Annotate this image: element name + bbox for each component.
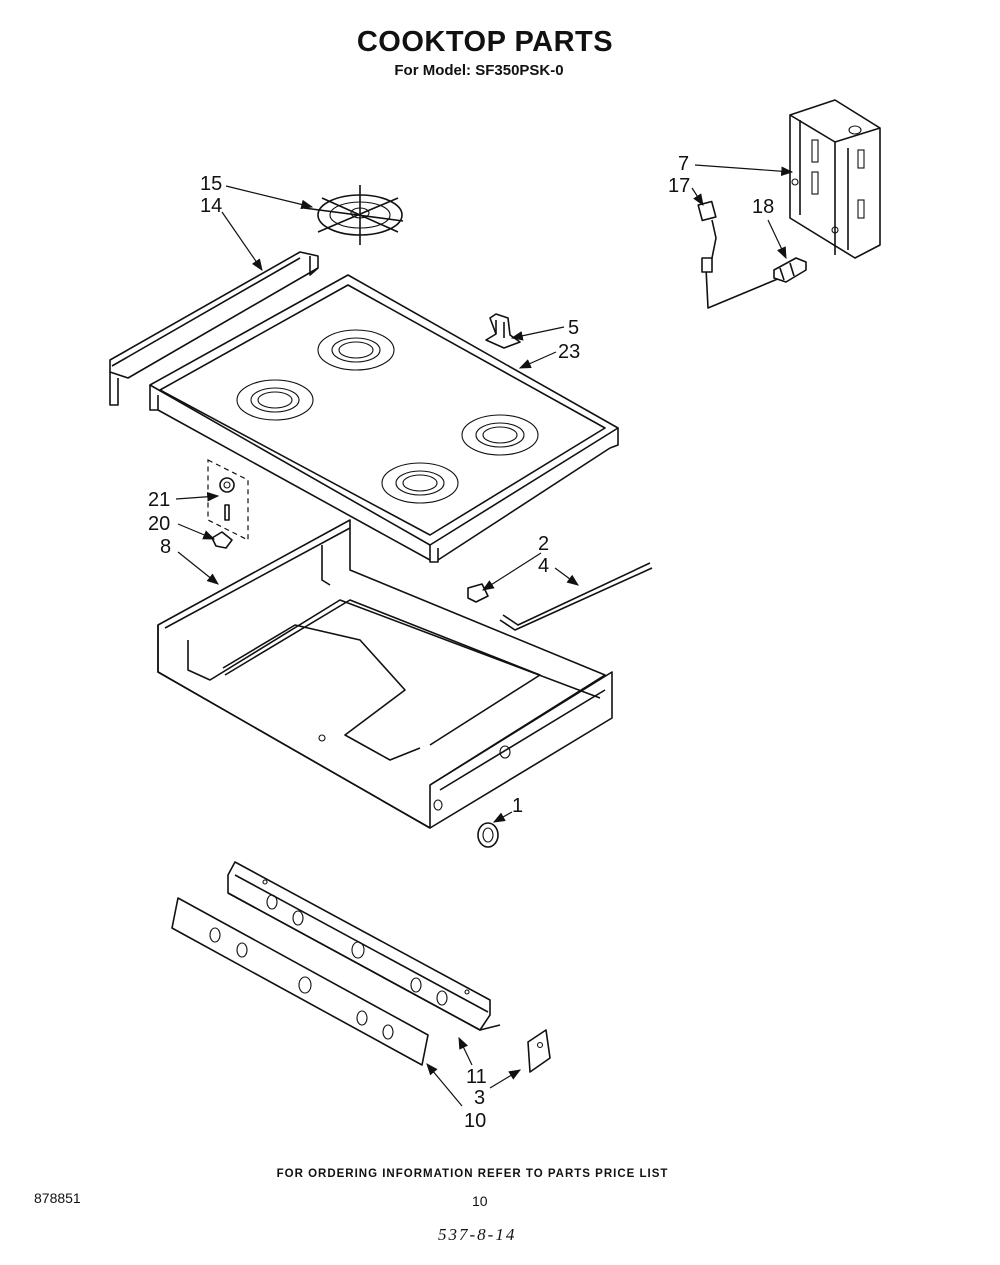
part-4-tube (499, 562, 653, 631)
callout-2: 2 (538, 533, 549, 555)
handwritten-note: 537-8-14 (438, 1225, 517, 1244)
part-17-switch (697, 200, 781, 309)
burner-opening-rear (317, 329, 395, 371)
callout-8: 8 (160, 536, 171, 558)
callout-15: 15 (200, 173, 222, 195)
burner-opening-left (236, 379, 314, 421)
callout-3: 3 (474, 1087, 485, 1109)
callout-11: 11 (466, 1066, 487, 1088)
burner-opening-right (461, 414, 539, 456)
callout-10: 10 (464, 1110, 486, 1132)
part-7-bracket-box (789, 99, 881, 259)
callout-7: 7 (678, 153, 689, 175)
callout-1: 1 (512, 795, 523, 817)
part-3-bracket (527, 1029, 551, 1073)
part-5-clip (485, 313, 521, 349)
callout-23: 23 (558, 341, 580, 363)
part-11-manifold-panel (227, 861, 501, 1031)
part-10-panel-strip (171, 897, 429, 1066)
burner-opening-front (381, 462, 459, 504)
document-number: 878851 (34, 1190, 81, 1206)
part-18-connector (773, 257, 807, 283)
callout-17: 17 (668, 175, 690, 197)
ordering-note: FOR ORDERING INFORMATION REFER TO PARTS … (276, 1168, 669, 1180)
page-number: 10 (472, 1193, 488, 1209)
callout-21: 21 (148, 489, 170, 511)
part-1-plug (477, 822, 499, 848)
callout-5: 5 (568, 317, 579, 339)
page-title: COOKTOP PARTS (356, 26, 614, 58)
part-21-20-fastener-group (207, 459, 249, 549)
part-15-burner-grate (303, 185, 404, 245)
part-2-clip (467, 583, 489, 603)
callout-4: 4 (538, 555, 549, 577)
leader-lines (175, 164, 794, 1107)
part-14-trim-strip (109, 251, 319, 406)
part-23-cooktop (149, 274, 619, 563)
model-subtitle: For Model: SF350PSK-0 (394, 62, 564, 79)
callout-20: 20 (148, 513, 170, 535)
part-8-burner-box (157, 519, 613, 829)
callout-14: 14 (200, 195, 222, 217)
callout-18: 18 (752, 196, 774, 218)
